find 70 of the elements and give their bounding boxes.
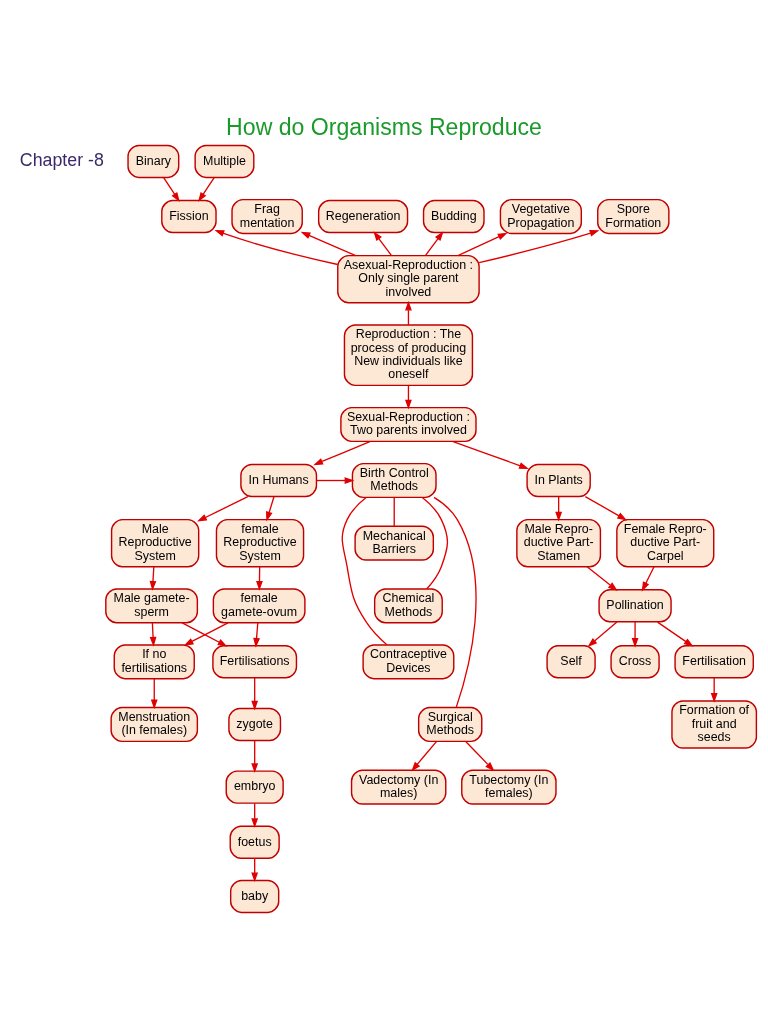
node-box: Tubectomy (In females)	[461, 769, 557, 805]
arrow	[251, 739, 259, 773]
arrow	[424, 230, 444, 256]
node-box: female gamete-ovum	[212, 587, 306, 623]
node-box: Fission	[161, 199, 217, 233]
node-box: Male gamete- sperm	[105, 587, 199, 623]
node-box: Female Repro- ductive Part-Carpel	[616, 518, 715, 567]
node-box: Cross	[610, 644, 660, 678]
node-box: Formation of fruit and seeds	[671, 699, 758, 749]
node-box: female Reproductive System	[215, 518, 305, 567]
arrow	[198, 176, 216, 202]
node-box: If no fertilisations	[113, 643, 195, 679]
connector	[393, 496, 395, 527]
node-box: foetus	[229, 825, 280, 859]
node-box: Multiple	[194, 144, 255, 178]
arrow	[452, 440, 529, 469]
arrow	[214, 229, 339, 265]
node-box: Budding	[422, 199, 485, 233]
arrow	[465, 740, 495, 771]
node-box: zygote	[228, 707, 282, 741]
node-box: Vadectomy (In males)	[350, 769, 447, 805]
label: Chapter -8	[19, 149, 104, 170]
node-box: baby	[230, 879, 280, 913]
node-box: Menstruation (In females)	[110, 706, 199, 742]
arrow	[586, 565, 618, 591]
arrow	[251, 676, 259, 710]
node-box: Sexual-Reproduction : Two parents involved	[340, 406, 477, 442]
node-box: Contraceptive Devices	[362, 643, 455, 679]
node-box: Self	[546, 644, 596, 678]
node-box: embryo	[225, 769, 284, 804]
arrow	[584, 495, 628, 520]
connector	[421, 496, 449, 589]
arrow	[641, 565, 655, 592]
diagram-title: How do Organisms Reproduce	[226, 113, 542, 140]
node-box: Frag mentation	[231, 198, 303, 234]
node-box: In Humans	[240, 463, 318, 497]
arrow	[266, 495, 275, 521]
node-box: Pollination	[598, 588, 672, 623]
node-box: Spore Formation	[597, 198, 670, 234]
arrow	[457, 232, 508, 256]
arrow	[411, 740, 438, 771]
node-box: Chemical Methods	[373, 587, 443, 623]
arrow	[313, 440, 371, 465]
arrow	[253, 621, 260, 648]
connector	[433, 496, 477, 708]
arrow	[162, 176, 180, 202]
node-box: Mechanical Barriers	[354, 525, 435, 561]
node-box: Binary	[127, 144, 180, 178]
arrow	[149, 621, 157, 647]
connector	[341, 496, 388, 645]
arrow	[656, 620, 694, 647]
arrow	[300, 231, 357, 256]
arrow	[631, 620, 639, 648]
node-box: Vegetative Propagation	[499, 198, 582, 234]
arrow	[373, 230, 393, 256]
node-box: In Plants	[526, 463, 591, 497]
arrow	[150, 677, 158, 709]
node-box: Male Reproductive System	[110, 518, 200, 567]
node-box: Reproduction : The process of producing New individuals like oneself	[343, 323, 474, 386]
arrow	[478, 229, 600, 263]
node-box: Male Repro- ductive Part-Stamen	[516, 518, 602, 567]
arrow	[587, 620, 618, 647]
node-box: Surgical Methods	[417, 706, 483, 742]
arrow	[197, 495, 249, 522]
node-box: Asexual-Reproduction : Only single parent involved	[337, 254, 480, 303]
arrow	[315, 476, 355, 484]
node-box: Fertilisations	[212, 644, 298, 678]
node-box: Birth Control Methods	[351, 462, 437, 498]
node-box: Regeneration	[317, 199, 409, 233]
node-box: Fertilisation	[674, 644, 754, 678]
